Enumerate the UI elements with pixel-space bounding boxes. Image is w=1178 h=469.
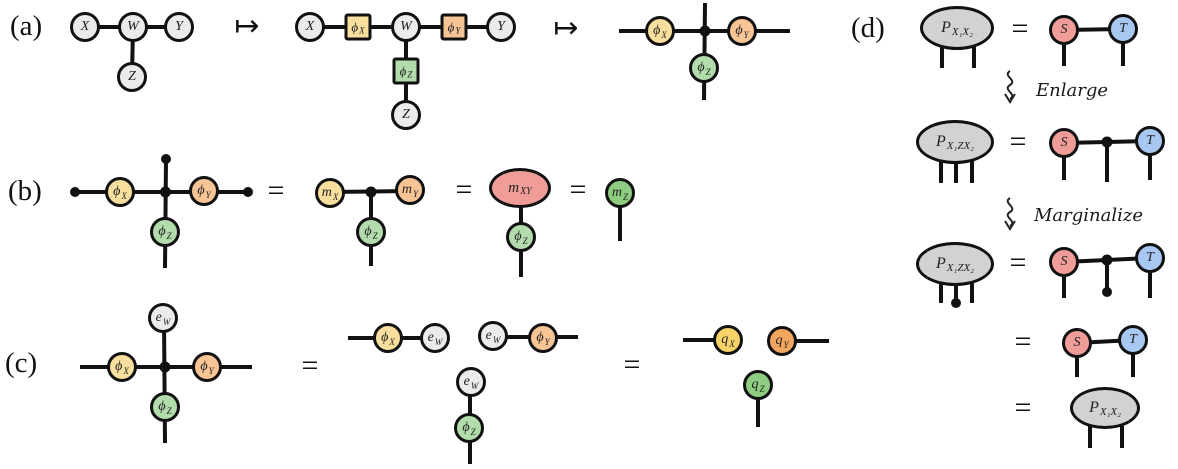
node-w: W — [118, 12, 148, 42]
junction-dot — [160, 186, 171, 198]
mapsto-arrow: ↦ — [234, 9, 260, 43]
bullet-terminator — [243, 187, 253, 197]
node-t: T — [1135, 126, 1165, 156]
equals-sign: = — [455, 173, 473, 206]
node-w: W — [391, 12, 421, 42]
equals-sign: = — [1014, 325, 1032, 358]
equals-sign: = — [301, 349, 319, 382]
panel-label-a: (a) — [10, 10, 43, 42]
panel-label-c: (c) — [5, 347, 38, 379]
node-y: Y — [164, 12, 194, 42]
node-s: S — [1062, 328, 1092, 358]
equals-sign: = — [1009, 125, 1027, 158]
equals-sign: = — [623, 348, 641, 381]
node-z: Z — [391, 100, 421, 130]
edge — [162, 317, 167, 444]
equals-sign: = — [1014, 391, 1032, 424]
equals-sign: = — [267, 174, 285, 207]
node-x: X — [70, 12, 100, 42]
squiggle-arrow-marginalize — [1006, 197, 1014, 227]
panel-label-d: (d) — [851, 12, 885, 44]
node-y: Y — [486, 12, 516, 42]
bullet-terminator — [161, 154, 171, 164]
node-s: S — [1049, 128, 1079, 158]
junction-dot — [159, 361, 171, 373]
panel-label-b: (b) — [8, 175, 42, 207]
junction-dot — [365, 186, 377, 198]
node-t: T — [1118, 325, 1148, 355]
edge — [702, 2, 707, 101]
node-s: S — [1049, 247, 1079, 277]
edge — [163, 159, 168, 269]
node-x: X — [295, 12, 325, 42]
junction-dot — [1101, 254, 1113, 266]
bullet-terminator — [951, 298, 961, 308]
squiggle-arrow-enlarge — [1006, 70, 1014, 100]
arrowhead-icon — [1004, 220, 1016, 231]
bullet-terminator — [70, 187, 80, 197]
node-z: Z — [117, 62, 147, 92]
junction-dot — [1101, 136, 1113, 148]
node-s: S — [1049, 15, 1079, 45]
equals-sign: = — [1009, 246, 1027, 279]
junction-dot — [699, 25, 711, 37]
arrowhead-icon — [1004, 93, 1016, 104]
equals-sign: = — [569, 173, 587, 206]
node-t: T — [1135, 243, 1165, 273]
enlarge-label: Enlarge — [1036, 80, 1108, 101]
node-t: T — [1108, 14, 1138, 44]
bullet-terminator — [1102, 287, 1112, 297]
marginalize-label: Marginalize — [1034, 205, 1144, 226]
equals-sign: = — [1011, 12, 1029, 45]
mapsto-arrow: ↦ — [553, 11, 579, 45]
